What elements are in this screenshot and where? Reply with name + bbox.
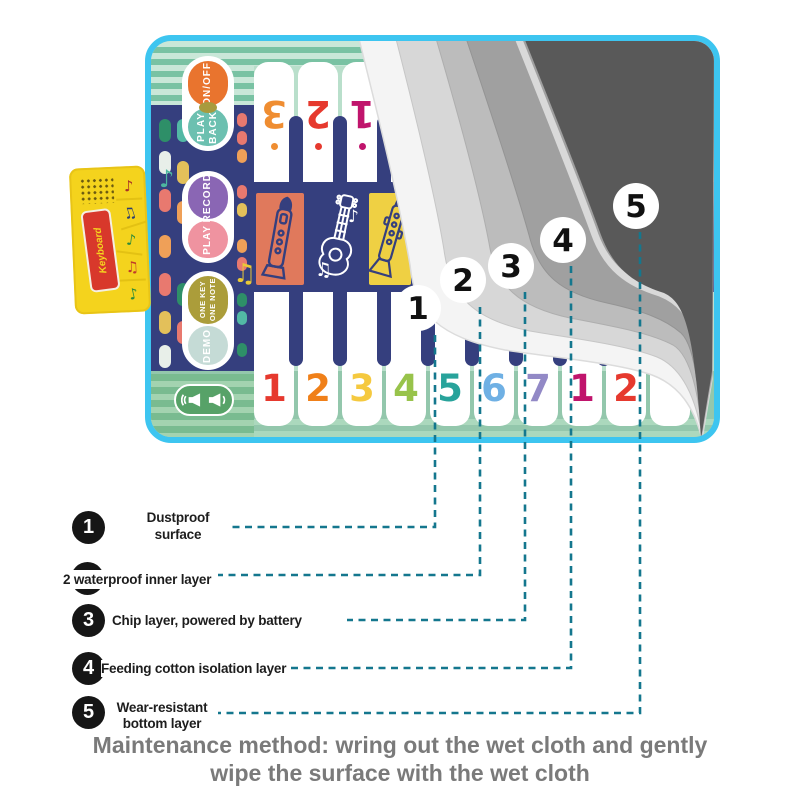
pill-overlap-decor [199, 102, 217, 113]
music-note-icon: ♪ [123, 176, 134, 195]
music-note-icon: ♫ [120, 202, 139, 224]
decor-pill [159, 345, 171, 368]
key-dot [359, 143, 366, 150]
note-button: ♪ [118, 279, 149, 309]
layer-marker-1: 1 [407, 291, 429, 327]
callout-label-1: Dustproof surface [128, 509, 228, 543]
layer-marker-2: 2 [452, 263, 474, 299]
maintenance-line-1: Maintenance method: wring out the wet cl… [92, 732, 708, 758]
decor-pill [159, 273, 171, 296]
play-back-button: PLAY BACK [188, 108, 228, 146]
layer-marker-3: 3 [500, 249, 522, 285]
device-buttons: ♪ ♫ ♪ ♫ ♪ [113, 172, 149, 309]
music-note-icon: ♪ [125, 230, 138, 250]
brand-label: Keyboard [91, 226, 109, 275]
music-note-icon: ♪ [159, 165, 175, 193]
note-button: ♪ [116, 225, 146, 256]
key-dot [271, 143, 278, 150]
speaker-grille [79, 176, 115, 205]
callout-badge-5: 5 [72, 696, 105, 729]
callout-badge-4: 4 [72, 652, 105, 685]
key-dot [315, 143, 322, 150]
callout-label-4: Feeding cotton isolation layer [101, 660, 287, 677]
decor-pill [237, 149, 247, 163]
black-key [333, 116, 347, 183]
decor-pill [159, 189, 171, 212]
control-group-power: ON/OFF PLAY BACK [182, 56, 234, 151]
decor-pill [237, 113, 247, 127]
decor-pill [237, 203, 247, 217]
piano-play-mat: 3 2 1 [145, 35, 720, 443]
callout-label-2: 2 waterproof inner layer [61, 570, 214, 589]
sound-box: Keyboard ♪ ♫ ♪ ♫ ♪ [68, 165, 152, 315]
note-button: ♫ [113, 196, 147, 231]
music-note-icon: ♪ [126, 283, 140, 304]
piano-key-top: 3 [254, 62, 294, 188]
record-button: RECORD [188, 173, 228, 222]
layer-marker-4: 4 [552, 223, 574, 259]
callout-badge-1: 1 [72, 511, 105, 544]
layer-marker-5: 5 [625, 189, 647, 225]
decor-pill [177, 161, 189, 184]
volume-left-icon [180, 393, 200, 407]
maintenance-line-2: wipe the surface with the wet cloth [210, 760, 590, 786]
layer-marker-circle [613, 183, 659, 229]
piano-key-top: 2 [298, 62, 338, 188]
callout-label-5: Wear-resistant bottom layer [112, 700, 212, 732]
decor-pill [159, 151, 171, 174]
black-key [289, 116, 303, 183]
peeled-layer-stack: 1 2 3 4 5 [358, 41, 714, 437]
note-button: ♫ [118, 253, 146, 282]
callout-label-3: Chip layer, powered by battery [112, 612, 302, 629]
brand-sticker: Keyboard [80, 207, 121, 294]
decor-pill [237, 131, 247, 145]
callout-badge-3: 3 [72, 604, 105, 637]
decor-pill [159, 119, 171, 142]
on-off-button: ON/OFF [188, 61, 228, 106]
music-note-icon: ♫ [125, 257, 140, 276]
maintenance-note: Maintenance method: wring out the wet cl… [0, 731, 800, 787]
music-note-icon: ♪ [348, 207, 359, 227]
decor-pill [159, 311, 171, 334]
decor-pill [159, 235, 171, 258]
decor-pill [237, 185, 247, 199]
